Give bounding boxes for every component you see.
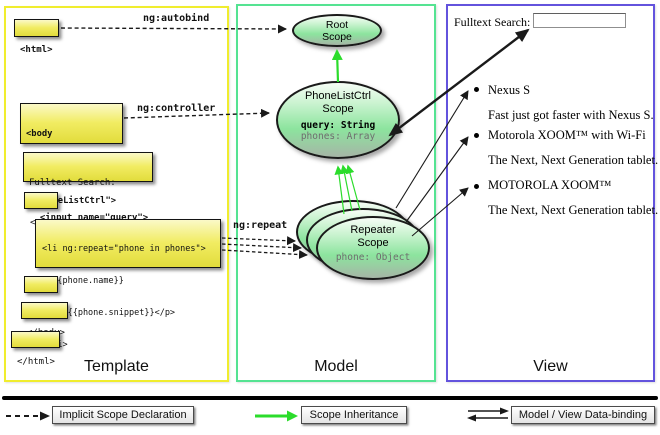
code-line: <body	[26, 128, 53, 139]
view-item-title: Motorola XOOM™ with Wi-Fi	[488, 128, 646, 142]
ng-autobind-label: ng:autobind	[143, 13, 210, 24]
code-box-html-close: </html>	[11, 331, 60, 367]
ng-controller-label: ng:controller	[137, 103, 216, 114]
code-box-body-close: </body>	[21, 302, 68, 338]
code-line: </html>	[17, 357, 55, 367]
dashed-arrow-icon	[6, 411, 50, 421]
phonelistctrl-scope-ellipse: PhoneListCtrl Scope query: String phones…	[276, 81, 400, 159]
code-line: <input name="query">	[29, 212, 149, 223]
ng-repeat-label: ng:repeat	[233, 220, 288, 231]
view-item-desc: The Next, Next Generation tablet.	[488, 203, 659, 217]
view-panel-label: View	[533, 358, 568, 375]
code-line: <p>{{phone.snippet}}</p>	[42, 307, 176, 318]
scope-title: Scope	[357, 237, 389, 249]
code-line: </li>	[42, 340, 214, 351]
model-panel-label: Model	[314, 358, 358, 375]
template-panel-label: Template	[84, 358, 149, 375]
bullet-icon	[474, 184, 479, 189]
code-line: "PhoneListCtrl">	[26, 196, 117, 207]
code-box-li-repeat: <li ng:repeat="phone in phones"> {{phone…	[35, 219, 221, 350]
scope-title: Scope	[322, 103, 354, 115]
green-arrow-icon	[255, 410, 298, 422]
code-line: Fulltext Search:	[29, 178, 116, 188]
scope-title: PhoneListCtrl	[304, 90, 372, 102]
view-item-desc: The Next, Next Generation tablet.	[488, 153, 659, 167]
scope-property-phones: phones: Array	[300, 131, 376, 142]
view-search-label: Fulltext Search:	[454, 15, 531, 29]
code-box-ul-open: <ul>	[24, 192, 58, 228]
view-item-desc: Fast just got faster with Nexus S.	[488, 108, 654, 122]
scope-title: Repeater	[350, 224, 396, 236]
view-item-title: MOTOROLA XOOM™	[488, 178, 612, 192]
code-line: <li ng:repeat="phone in phones">	[42, 244, 206, 255]
code-box-html-open: <html>	[14, 19, 59, 55]
code-line: <html>	[20, 45, 53, 55]
legend-model-view-data-binding: Model / View Data-binding	[511, 406, 655, 424]
model-panel: Model	[236, 4, 436, 382]
root-scope-ellipse: Root Scope	[292, 14, 382, 47]
code-box-ul-second: <ul>	[24, 276, 58, 312]
view-item-title: Nexus S	[488, 83, 531, 97]
bullet-icon	[474, 87, 479, 92]
double-arrow-icon	[467, 407, 509, 422]
bullet-icon	[474, 133, 479, 138]
code-line: {{phone.name}}	[42, 275, 124, 286]
code-box-fulltext-input: Fulltext Search: <input name="query">	[23, 152, 153, 223]
legend-label: Model / View Data-binding	[518, 409, 648, 421]
legend-label: Scope Inheritance	[309, 409, 399, 421]
view-search-input[interactable]	[533, 13, 626, 28]
legend-implicit-scope-declaration: Implicit Scope Declaration	[52, 406, 194, 424]
legend-label: Implicit Scope Declaration	[59, 409, 187, 421]
repeater-scope-ellipse: Repeater Scope phone: Object	[316, 216, 430, 280]
scope-title: Root	[325, 19, 349, 31]
scope-title: Scope	[322, 31, 352, 43]
legend-scope-inheritance: Scope Inheritance	[301, 406, 407, 424]
scope-property-phone: phone: Object	[335, 252, 411, 263]
legend-separator	[2, 396, 658, 400]
scope-property-query: query: String	[300, 120, 376, 131]
code-box-body-open: <body ng:controller= "PhoneListCtrl">	[20, 103, 123, 206]
view-panel: View	[446, 4, 655, 382]
